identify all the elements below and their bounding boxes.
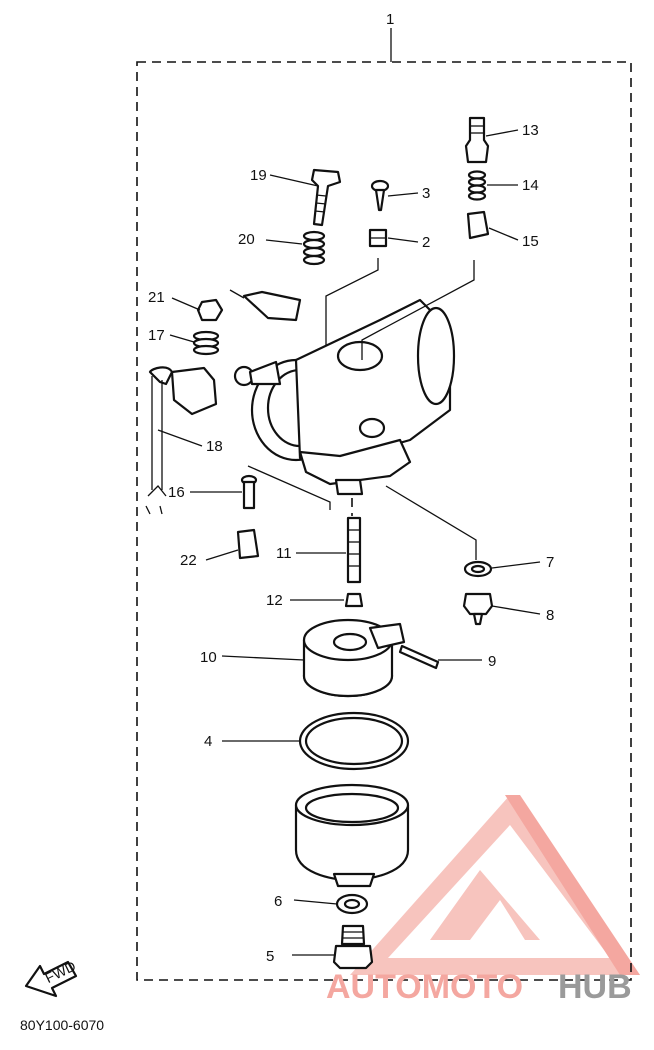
watermark-text-primary: AUTOMOTO	[326, 968, 523, 1006]
nut	[196, 298, 224, 322]
carburetor-body	[233, 290, 456, 496]
washer-6	[335, 893, 369, 915]
washer-7	[463, 560, 493, 578]
callout-13: 13	[522, 122, 539, 139]
callout-17: 17	[148, 327, 165, 344]
float-pin	[398, 644, 440, 670]
callout-10: 10	[200, 649, 217, 666]
callout-1: 1	[386, 11, 394, 28]
needle-cap	[466, 210, 490, 240]
callout-18: 18	[206, 438, 223, 455]
callout-2: 2	[422, 234, 430, 251]
watermark-logo	[350, 795, 640, 975]
callout-7: 7	[546, 554, 554, 571]
callout-11: 11	[276, 545, 292, 562]
callout-numbers: 13 14 15 3 2 19 20 21 17 18 16 22 11 12 …	[148, 122, 554, 965]
callout-21: 21	[148, 289, 165, 306]
needle-spring	[467, 170, 487, 201]
callout-15: 15	[522, 233, 539, 250]
fwd-arrow: FWD	[24, 958, 78, 998]
float-bowl	[294, 783, 410, 888]
drain-plug	[332, 924, 374, 970]
watermark-text-secondary: HUB	[558, 968, 632, 1006]
callout-22: 22	[180, 552, 197, 569]
rubber-cap	[236, 528, 260, 560]
leader-lines	[157, 129, 541, 956]
callout-3: 3	[422, 185, 430, 202]
callout-4: 4	[204, 733, 212, 750]
callout-6: 6	[274, 893, 282, 910]
float-needle	[464, 116, 490, 164]
callout-12: 12	[266, 592, 283, 609]
callout-14: 14	[522, 177, 539, 194]
main-jet	[344, 592, 364, 608]
needle-jet	[346, 516, 362, 584]
diagram-code: 80Y100-6070	[20, 1017, 104, 1033]
callout-16: 16	[168, 484, 185, 501]
callout-8: 8	[546, 607, 554, 624]
float	[302, 618, 406, 698]
heater-assembly	[145, 366, 218, 515]
pilot-screw	[310, 168, 342, 227]
o-ring	[298, 711, 410, 771]
assembly-boundary	[136, 61, 632, 981]
starter-jet	[462, 592, 494, 626]
callout-5: 5	[266, 948, 274, 965]
callout-19: 19	[250, 167, 267, 184]
pilot-spring	[302, 230, 326, 266]
callout-9: 9	[488, 653, 496, 670]
small-screw	[370, 179, 390, 212]
plug	[368, 228, 388, 248]
jet-screw	[240, 474, 258, 510]
throttle-spring	[192, 330, 220, 356]
callout-20: 20	[238, 231, 255, 248]
